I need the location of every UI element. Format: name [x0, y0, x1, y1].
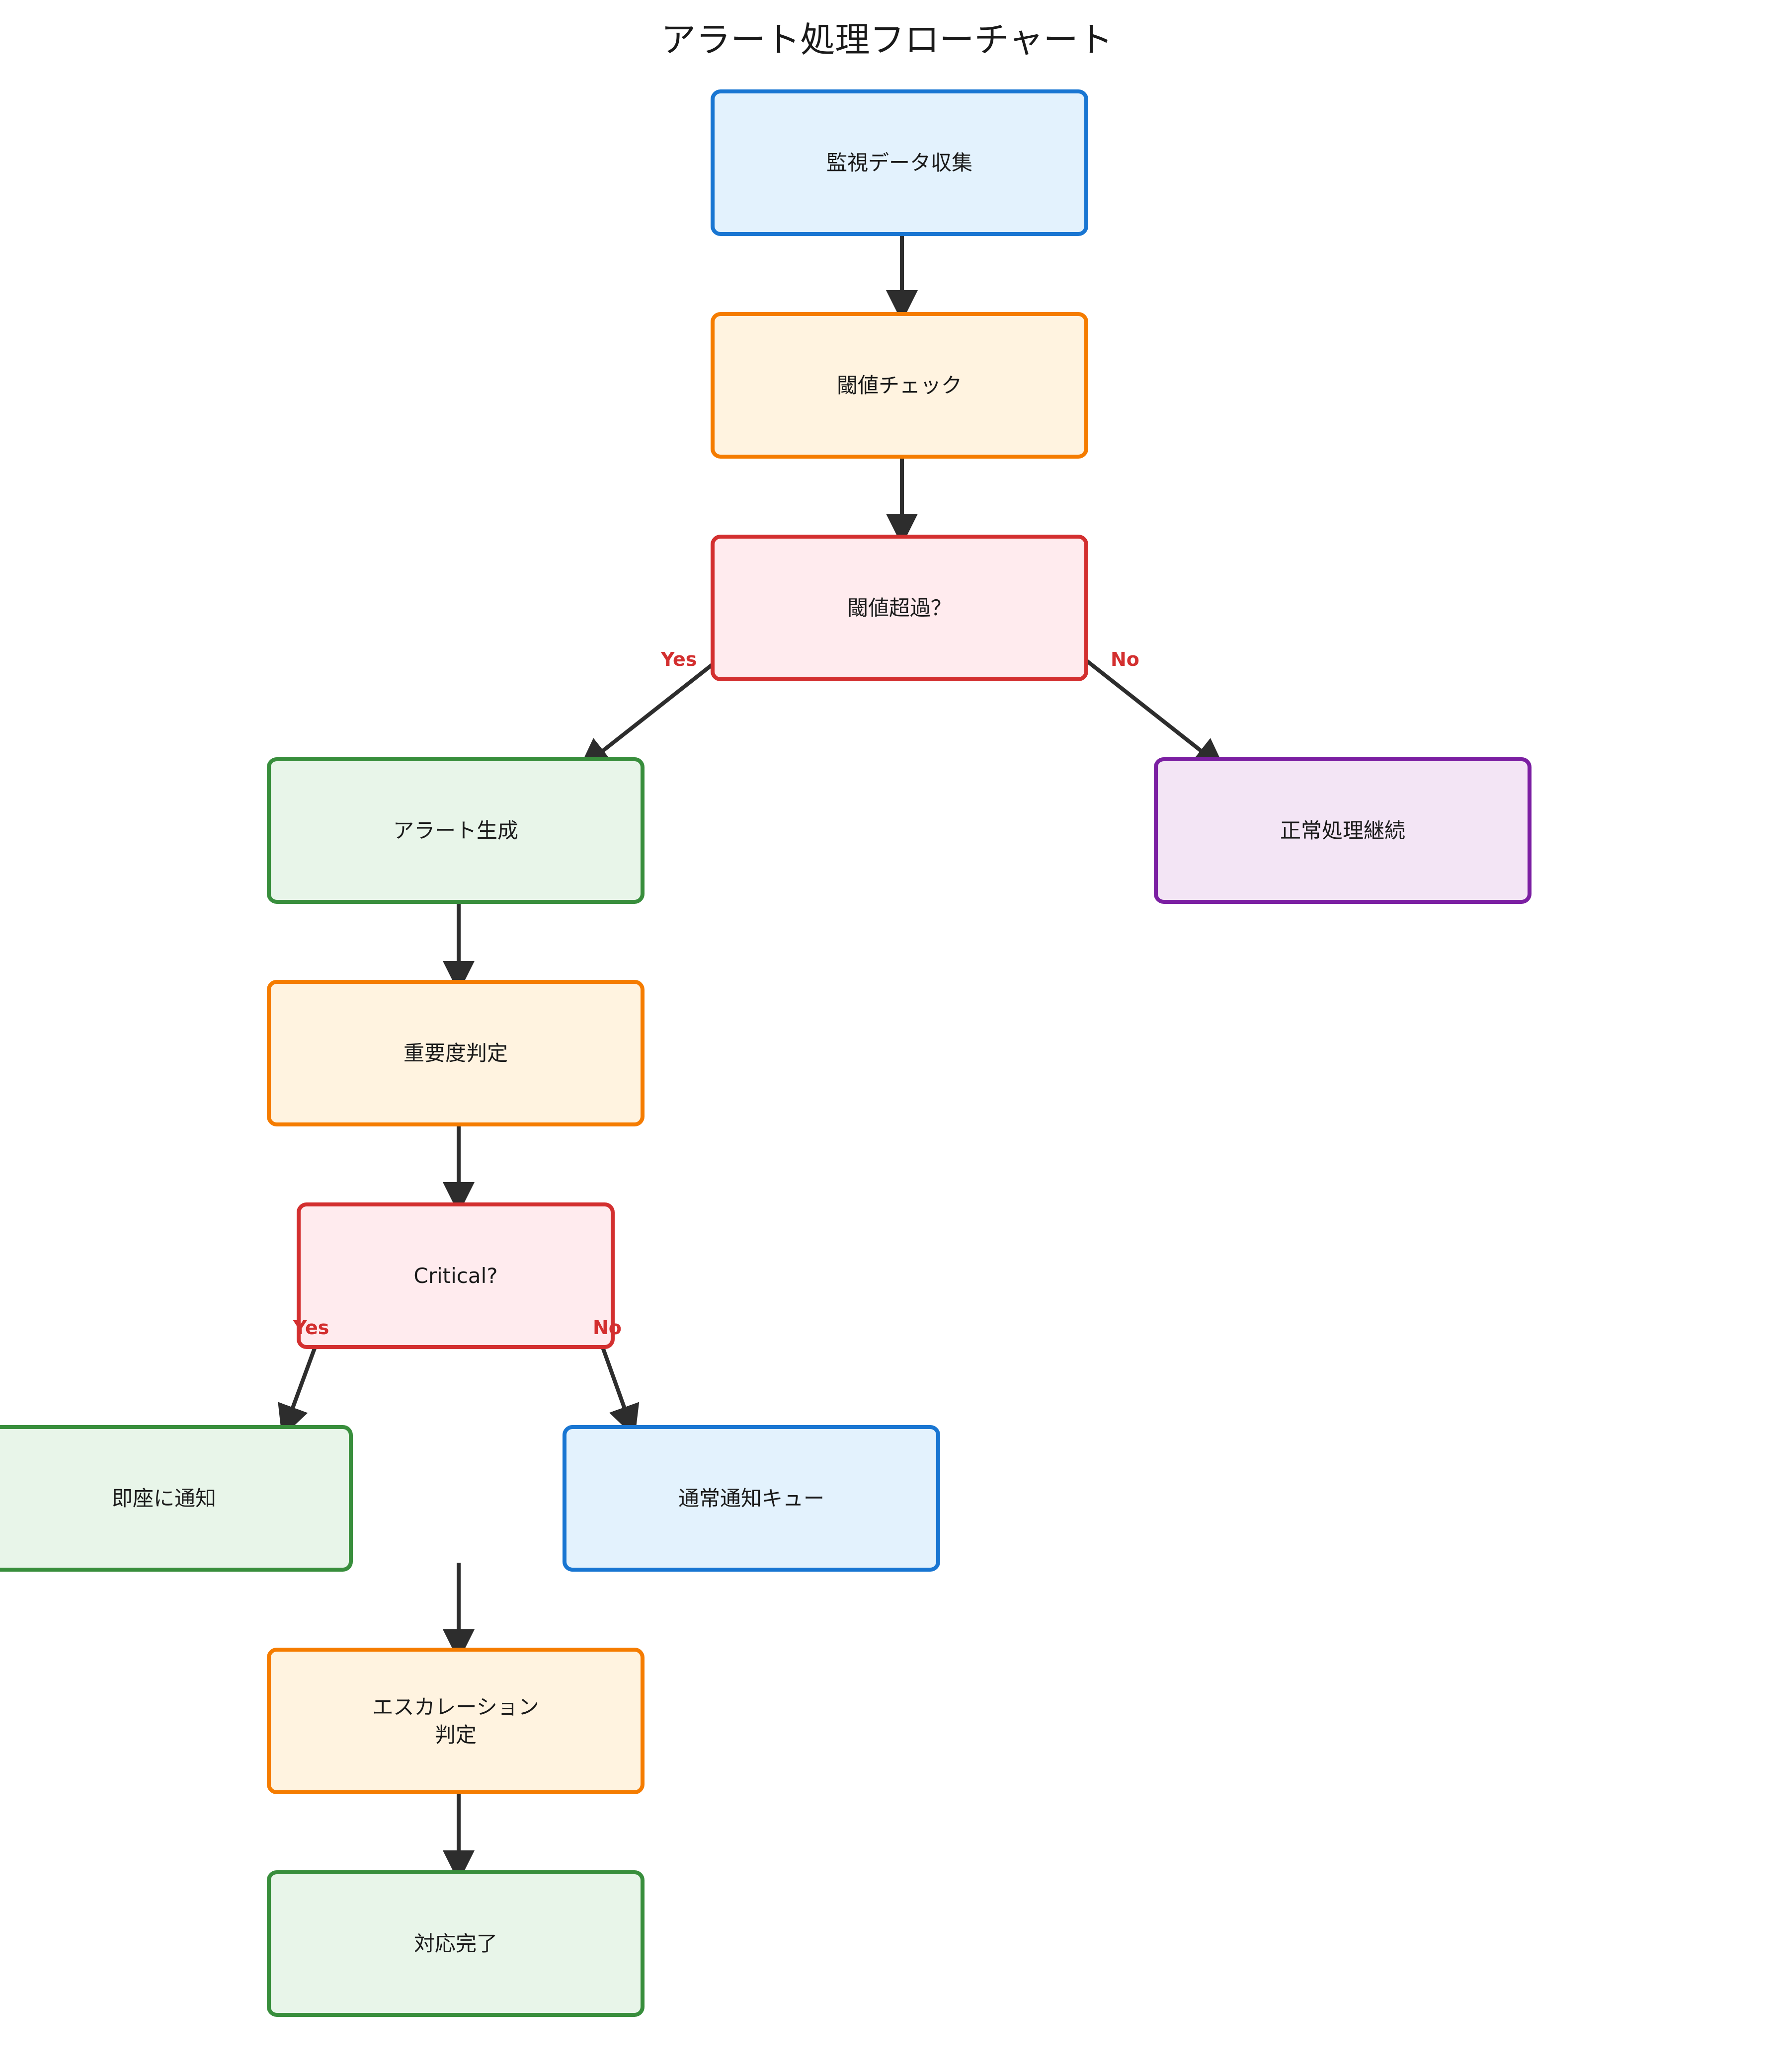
node-check-label: 閾値チェック — [836, 373, 962, 398]
node-immediate: 即座に通知 — [0, 1425, 353, 1572]
node-generate: アラート生成 — [267, 757, 645, 904]
node-escalation: エスカレーション 判定 — [267, 1648, 645, 1794]
node-immediate-label: 即座に通知 — [111, 1486, 216, 1511]
node-collect-label: 監視データ収集 — [826, 150, 972, 175]
node-queue: 通常通知キュー — [563, 1425, 940, 1572]
node-severity: 重要度判定 — [267, 980, 645, 1126]
node-done-label: 対応完了 — [413, 1931, 497, 1956]
edge-label-no: No — [1111, 648, 1139, 670]
node-critical-label: Critical? — [413, 1263, 498, 1288]
node-generate-label: アラート生成 — [393, 818, 518, 843]
node-exceeded: 閾値超過？ — [711, 535, 1088, 681]
node-check: 閾値チェック — [711, 312, 1088, 459]
node-queue-label: 通常通知キュー — [678, 1486, 824, 1511]
node-severity-label: 重要度判定 — [403, 1040, 508, 1065]
node-normal-label: 正常処理継続 — [1280, 818, 1405, 843]
edge-label-yes: Yes — [661, 648, 697, 670]
node-escalation-label: エスカレーション 判定 — [372, 1694, 539, 1747]
node-critical: Critical? — [297, 1202, 615, 1349]
node-normal: 正常処理継続 — [1154, 757, 1532, 904]
node-exceeded-label: 閾値超過？ — [847, 595, 952, 620]
edge-label-yes: Yes — [293, 1317, 329, 1339]
node-collect: 監視データ収集 — [711, 89, 1088, 236]
flowchart-title: アラート処理フローチャート — [661, 19, 1113, 60]
edge-label-no: No — [593, 1317, 622, 1339]
node-done: 対応完了 — [267, 1870, 645, 2017]
